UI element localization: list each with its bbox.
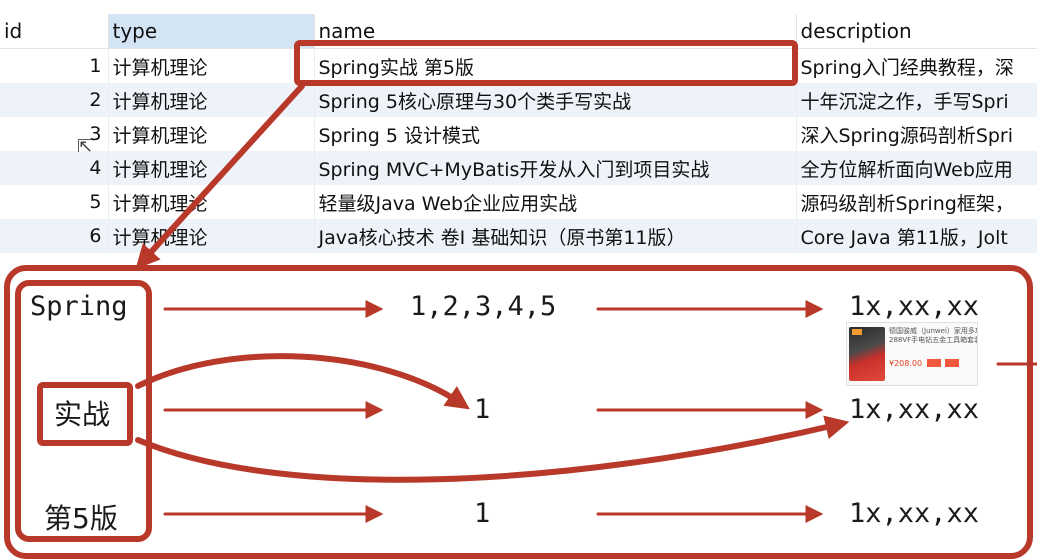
mouse-cursor-icon: ⇱: [77, 136, 93, 157]
cell-id[interactable]: 5: [0, 185, 109, 219]
index-term-shizhan: 实战: [54, 398, 111, 431]
table-row[interactable]: 2 计算机理论 Spring 5核心原理与30个类手写实战 十年沉淀之作，手写S…: [0, 83, 1037, 117]
table-row[interactable]: 5 计算机理论 轻量级Java Web企业应用实战 源码级剖析Spring框架，: [0, 185, 1037, 219]
cell-description[interactable]: 深入Spring源码剖析Spri: [796, 117, 1037, 151]
cell-name[interactable]: 轻量级Java Web企业应用实战: [314, 185, 797, 219]
cell-id[interactable]: 6: [0, 219, 109, 253]
column-header-type[interactable]: type: [108, 14, 315, 49]
product-tag: [927, 359, 941, 367]
cell-description[interactable]: 全方位解析面向Web应用: [796, 151, 1037, 185]
product-title-1: 德国骏威（Junwei）家用多功能: [889, 327, 977, 335]
cell-description[interactable]: Core Java 第11版，Jolt: [796, 219, 1037, 253]
table-row[interactable]: 4 计算机理论 Spring MVC+MyBatis开发从入门到项目实战 全方位…: [0, 151, 1037, 185]
index-ids-di5ban: 1: [474, 498, 491, 529]
cell-description[interactable]: 十年沉淀之作，手写Spri: [796, 83, 1037, 117]
cell-type[interactable]: 计算机理论: [108, 83, 315, 117]
inverted-index-panel: [4, 265, 1033, 559]
cell-id[interactable]: 1: [0, 48, 109, 83]
cell-name[interactable]: Spring 5 设计模式: [314, 117, 797, 151]
cell-type[interactable]: 计算机理论: [108, 185, 315, 219]
cell-type[interactable]: 计算机理论: [108, 151, 315, 185]
cell-name[interactable]: Spring MVC+MyBatis开发从入门到项目实战: [314, 151, 797, 185]
cell-type[interactable]: 计算机理论: [108, 117, 315, 151]
cell-description[interactable]: 源码级剖析Spring框架，: [796, 185, 1037, 219]
column-header-description[interactable]: description: [796, 14, 1037, 49]
index-ids-shizhan: 1: [474, 394, 491, 425]
table-row[interactable]: 3 计算机理论 Spring 5 设计模式 深入Spring源码剖析Spri: [0, 117, 1037, 151]
product-title-2: 288VF手电钻五金工具箱套装: [889, 336, 978, 344]
cell-name[interactable]: Spring 5核心原理与30个类手写实战: [314, 83, 797, 117]
table-row[interactable]: 6 计算机理论 Java核心技术 卷I 基础知识（原书第11版） Core Ja…: [0, 219, 1037, 253]
product-price: ¥208.00: [889, 359, 923, 368]
product-tag: [945, 359, 959, 367]
table-row[interactable]: 1 计算机理论 Spring实战 第5版 Spring入门经典教程，深: [0, 48, 1037, 83]
cell-name[interactable]: Java核心技术 卷I 基础知识（原书第11版）: [314, 219, 797, 253]
product-thumbnail[interactable]: 德国骏威（Junwei）家用多功能 288VF手电钻五金工具箱套装 ¥208.0…: [846, 322, 978, 386]
index-term-di5ban: 第5版: [44, 502, 118, 535]
product-image: [849, 327, 885, 381]
highlight-box-row1-name: [294, 40, 798, 86]
cell-id[interactable]: 3: [0, 117, 109, 151]
index-positions-spring: 1x,xx,xx: [849, 291, 980, 322]
product-badge: [852, 329, 862, 335]
cell-type[interactable]: 计算机理论: [108, 219, 315, 253]
cell-id[interactable]: 4: [0, 151, 109, 185]
index-term-spring: Spring: [30, 291, 128, 322]
index-ids-spring: 1,2,3,4,5: [410, 291, 557, 322]
cell-id[interactable]: 2: [0, 83, 109, 117]
index-positions-shizhan: 1x,xx,xx: [849, 394, 980, 425]
cell-type[interactable]: 计算机理论: [108, 48, 315, 83]
index-positions-di5ban: 1x,xx,xx: [849, 498, 980, 529]
column-header-id[interactable]: id: [0, 14, 109, 49]
term-column-box: [15, 280, 152, 542]
highlight-box-term-shizhan: [37, 382, 133, 446]
cell-description[interactable]: Spring入门经典教程，深: [796, 48, 1037, 83]
cell-name[interactable]: Spring实战 第5版: [314, 48, 797, 83]
